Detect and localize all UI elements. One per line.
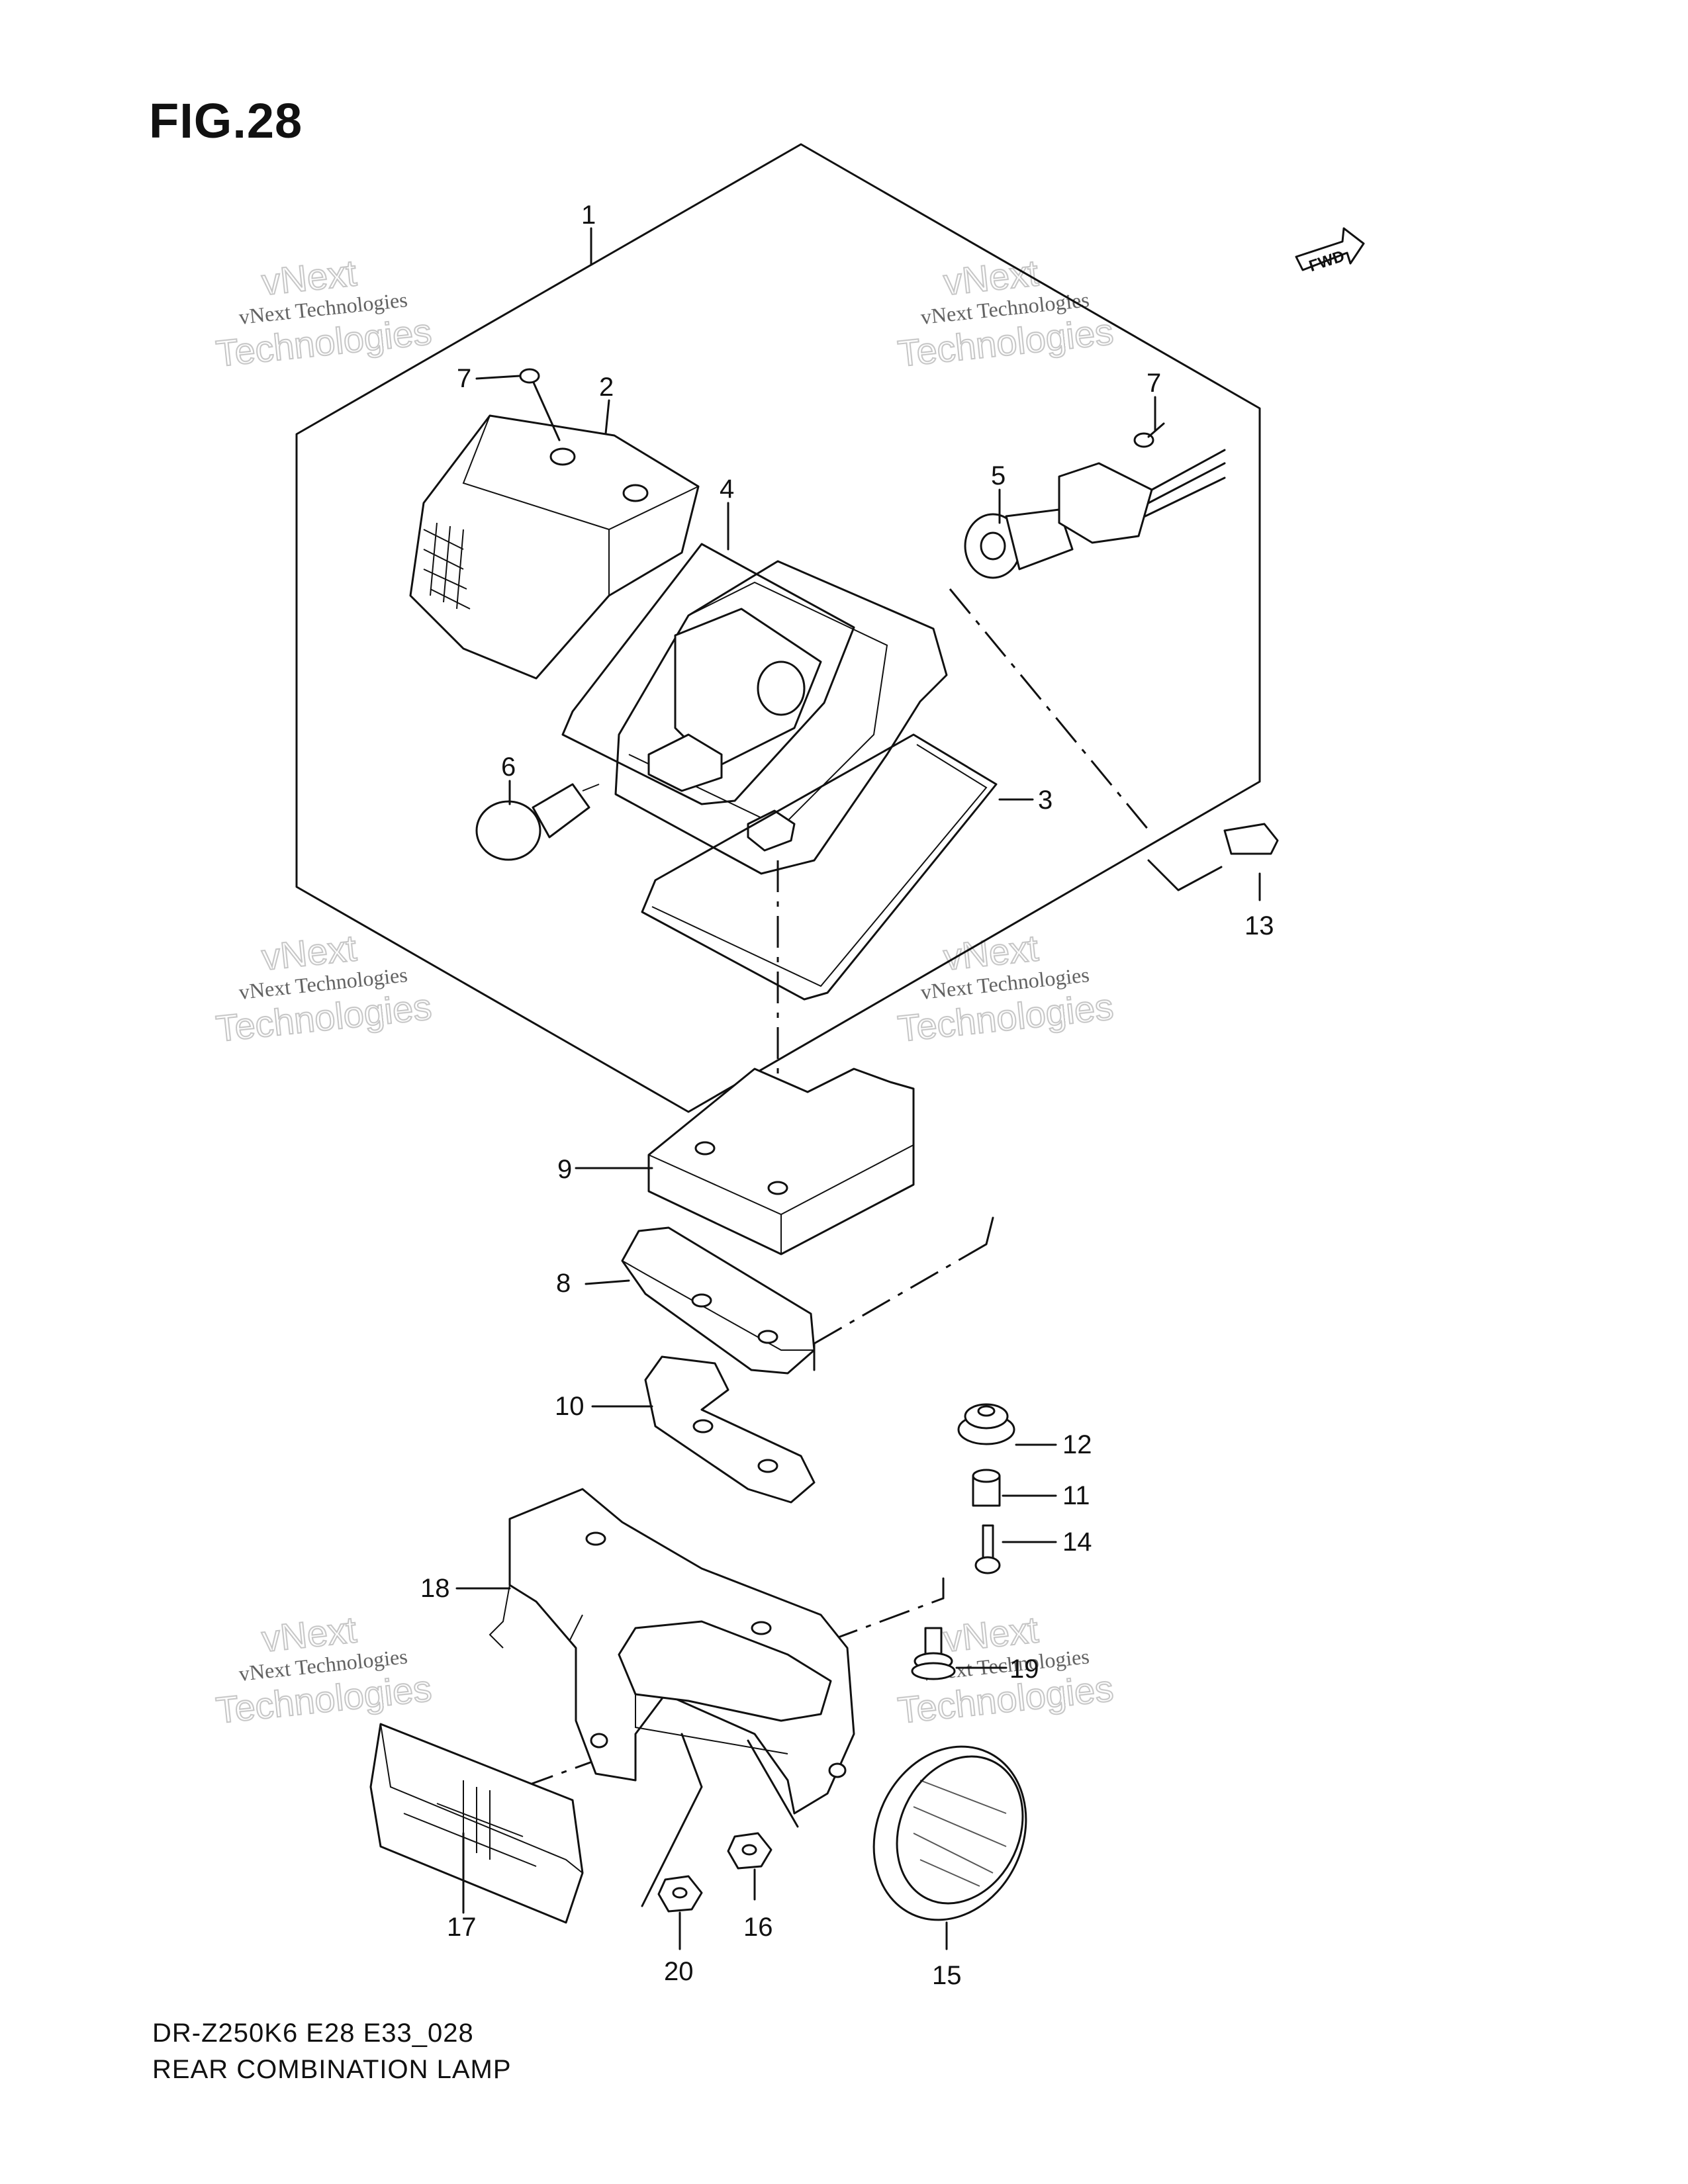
callout-3: 3 bbox=[1038, 786, 1053, 815]
part-nut-16 bbox=[727, 1832, 773, 1870]
part-lens bbox=[409, 414, 700, 680]
callout-9: 9 bbox=[557, 1155, 572, 1184]
part-lamp-body bbox=[614, 560, 948, 875]
part-grommet bbox=[957, 1403, 1015, 1445]
callout-12: 12 bbox=[1062, 1430, 1092, 1459]
callout-10: 10 bbox=[555, 1392, 585, 1421]
callout-6: 6 bbox=[501, 752, 516, 782]
part-screw-top-right bbox=[1133, 422, 1165, 448]
part-round-reflector bbox=[872, 1745, 1027, 1921]
part-fender-bracket bbox=[489, 1488, 855, 1815]
part-socket-harness bbox=[964, 449, 1226, 579]
callout-7-left: 7 bbox=[457, 364, 471, 393]
callout-14: 14 bbox=[1062, 1527, 1092, 1557]
part-bolt-14 bbox=[974, 1524, 1001, 1574]
part-screw-top-left bbox=[519, 368, 561, 441]
part-side-reflector bbox=[369, 1723, 584, 1924]
figure-title: FIG.28 bbox=[149, 93, 303, 148]
kit-outline-hexagon bbox=[295, 143, 1261, 1113]
part-bulb bbox=[475, 783, 600, 861]
part-pad bbox=[621, 1226, 816, 1375]
callout-15: 15 bbox=[932, 1961, 962, 1990]
part-license-bracket bbox=[647, 1068, 915, 1255]
part-collar bbox=[972, 1469, 1001, 1507]
part-clip bbox=[1223, 823, 1279, 855]
callout-7-right: 7 bbox=[1147, 369, 1161, 398]
model-code: DR-Z250K6 E28 E33_028 bbox=[152, 2019, 474, 2048]
callout-13: 13 bbox=[1244, 911, 1274, 940]
fwd-arrow-icon: FWD bbox=[1295, 227, 1365, 275]
part-gasket-base bbox=[641, 733, 998, 1001]
callout-4: 4 bbox=[720, 475, 734, 504]
part-nut-20 bbox=[657, 1875, 703, 1913]
callout-17: 17 bbox=[447, 1913, 477, 1942]
callout-20: 20 bbox=[664, 1957, 694, 1986]
callout-8: 8 bbox=[556, 1269, 571, 1298]
callout-labels: 1 2 3 4 5 6 7 7 8 9 10 11 12 13 14 15 16… bbox=[420, 201, 1274, 1990]
callout-18: 18 bbox=[420, 1574, 450, 1603]
part-plate bbox=[644, 1355, 816, 1504]
leader-lines bbox=[455, 227, 1261, 1950]
callout-2: 2 bbox=[599, 373, 614, 402]
part-gasket-inner bbox=[561, 543, 855, 805]
callout-11: 11 bbox=[1062, 1481, 1090, 1510]
callout-19: 19 bbox=[1009, 1655, 1039, 1684]
part-bolt-19 bbox=[911, 1627, 956, 1680]
section-name: REAR COMBINATION LAMP bbox=[152, 2055, 512, 2084]
callout-16: 16 bbox=[743, 1913, 773, 1942]
callout-1: 1 bbox=[581, 201, 596, 230]
callout-5: 5 bbox=[991, 461, 1006, 490]
part-gasket-base-inner bbox=[651, 744, 988, 987]
